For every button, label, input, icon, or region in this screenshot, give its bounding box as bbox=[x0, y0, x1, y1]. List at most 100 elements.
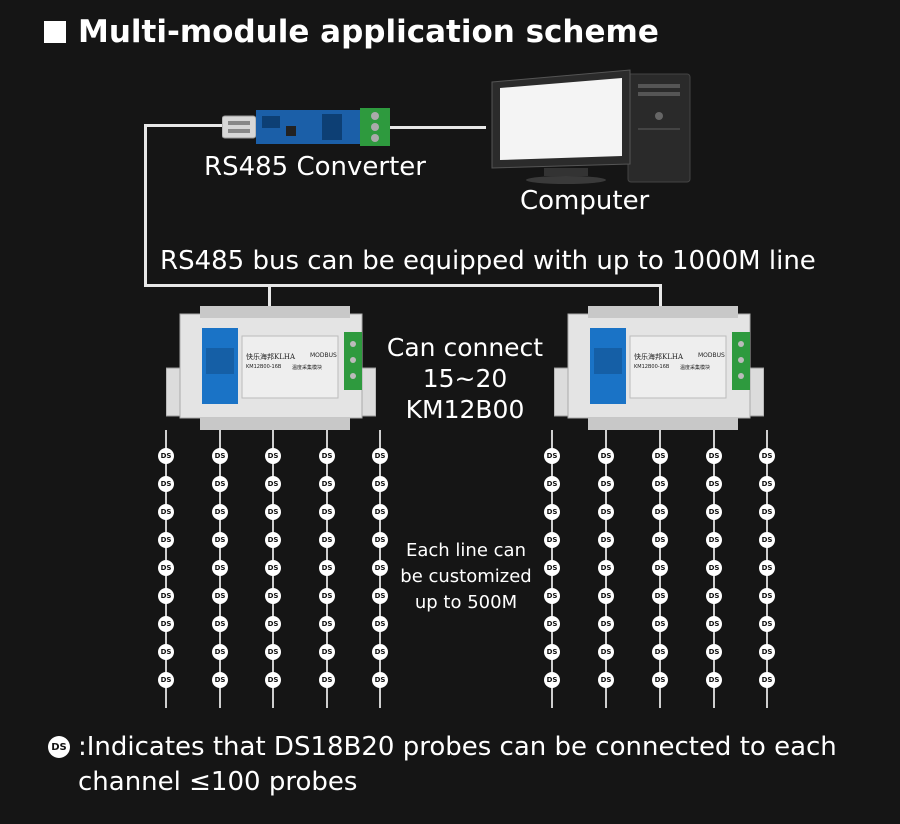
module-2-name: 温度采集模块 bbox=[680, 365, 711, 371]
ds-probe-icon: DS bbox=[372, 448, 388, 464]
line-custom-label: Each line can be customized up to 500M bbox=[386, 538, 546, 616]
ds-probe-icon: DS bbox=[598, 532, 614, 548]
wire-left-vertical bbox=[144, 124, 147, 286]
page-title: Multi-module application scheme bbox=[44, 14, 659, 50]
ds-probe-icon: DS bbox=[158, 588, 174, 604]
ds-probe-icon: DS bbox=[706, 616, 722, 632]
ds-probe-icon: DS bbox=[759, 644, 775, 660]
ds-probe-icon: DS bbox=[158, 644, 174, 660]
ds-probe-icon: DS bbox=[544, 672, 560, 688]
computer-label: Computer bbox=[520, 186, 650, 216]
ds-probe-icon: DS bbox=[544, 560, 560, 576]
module-2-protocol: MODBUS bbox=[698, 352, 725, 359]
ds-probe-icon: DS bbox=[759, 672, 775, 688]
ds-probe-icon: DS bbox=[706, 672, 722, 688]
wire-converter-computer bbox=[390, 126, 486, 129]
legend-line-1: :Indicates that DS18B20 probes can be co… bbox=[78, 732, 837, 762]
ds-probe-icon: DS bbox=[319, 504, 335, 520]
ds-probe-icon: DS bbox=[598, 616, 614, 632]
ds-probe-icon: DS bbox=[212, 448, 228, 464]
ds-probe-icon: DS bbox=[598, 672, 614, 688]
module-1-model: KM12B00-16B bbox=[246, 364, 282, 370]
ds-probe-icon: DS bbox=[158, 560, 174, 576]
ds-probe-icon: DS bbox=[158, 672, 174, 688]
ds-probe-icon: DS bbox=[265, 532, 281, 548]
ds-probe-icon: DS bbox=[372, 588, 388, 604]
ds-probe-icon: DS bbox=[372, 476, 388, 492]
module-2: 快乐海邦KLHA MODBUS KM12B00-16B 温度采集模块 bbox=[554, 306, 764, 432]
ds-probe-icon: DS bbox=[212, 532, 228, 548]
ds-probe-icon: DS bbox=[652, 504, 668, 520]
ds-probe-icon: DS bbox=[759, 532, 775, 548]
ds-probe-icon: DS bbox=[265, 448, 281, 464]
module-2-image bbox=[554, 306, 764, 430]
ds-probe-icon: DS bbox=[372, 532, 388, 548]
ds-probe-icon: DS bbox=[158, 448, 174, 464]
ds-probe-icon: DS bbox=[759, 616, 775, 632]
legend-line-2: channel ≤100 probes bbox=[78, 767, 358, 797]
ds-probe-icon: DS bbox=[706, 588, 722, 604]
computer-icon bbox=[491, 69, 691, 184]
ds-probe-icon: DS bbox=[319, 560, 335, 576]
module-1-protocol: MODBUS bbox=[310, 352, 337, 359]
wire-converter-left bbox=[144, 124, 222, 127]
wire-module2-drop bbox=[659, 284, 662, 306]
ds-probe-icon: DS bbox=[706, 448, 722, 464]
rs485-converter-image bbox=[222, 108, 390, 146]
ds-probe-icon: DS bbox=[706, 532, 722, 548]
legend-ds-badge-icon: DS bbox=[48, 736, 70, 758]
ds-probe-icon: DS bbox=[265, 476, 281, 492]
module-2-model: KM12B00-16B bbox=[634, 364, 670, 370]
ds-probe-icon: DS bbox=[706, 644, 722, 660]
ds-probe-icon: DS bbox=[598, 448, 614, 464]
ds-probe-icon: DS bbox=[372, 644, 388, 660]
ds-probe-icon: DS bbox=[372, 504, 388, 520]
connect-line-1: Can connect bbox=[386, 333, 544, 362]
ds-probe-icon: DS bbox=[759, 504, 775, 520]
ds-probe-icon: DS bbox=[652, 588, 668, 604]
ds-probe-icon: DS bbox=[372, 672, 388, 688]
ds-probe-icon: DS bbox=[265, 560, 281, 576]
ds-probe-icon: DS bbox=[158, 476, 174, 492]
ds-probe-icon: DS bbox=[544, 476, 560, 492]
line-custom-2: be customized bbox=[400, 566, 532, 587]
ds-probe-icon: DS bbox=[265, 504, 281, 520]
ds-probe-icon: DS bbox=[319, 448, 335, 464]
connect-line-2: 15~20 bbox=[422, 364, 508, 393]
ds-probe-icon: DS bbox=[706, 476, 722, 492]
module-1-image bbox=[166, 306, 376, 430]
ds-probe-icon: DS bbox=[652, 532, 668, 548]
ds-probe-icon: DS bbox=[598, 644, 614, 660]
ds-probe-icon: DS bbox=[759, 588, 775, 604]
ds-probe-icon: DS bbox=[212, 644, 228, 660]
ds-probe-icon: DS bbox=[265, 672, 281, 688]
ds-probe-icon: DS bbox=[652, 672, 668, 688]
ds-probe-icon: DS bbox=[212, 476, 228, 492]
line-custom-3: up to 500M bbox=[414, 592, 518, 613]
ds-probe-icon: DS bbox=[212, 672, 228, 688]
ds-probe-icon: DS bbox=[372, 560, 388, 576]
ds-probe-icon: DS bbox=[544, 644, 560, 660]
ds-probe-icon: DS bbox=[759, 560, 775, 576]
ds-probe-icon: DS bbox=[652, 448, 668, 464]
ds-probe-icon: DS bbox=[158, 616, 174, 632]
ds-probe-icon: DS bbox=[598, 588, 614, 604]
ds-probe-icon: DS bbox=[598, 476, 614, 492]
ds-probe-icon: DS bbox=[265, 588, 281, 604]
ds-probe-icon: DS bbox=[319, 476, 335, 492]
ds-probe-icon: DS bbox=[319, 616, 335, 632]
wire-bus-horizontal bbox=[144, 284, 662, 287]
ds-probe-icon: DS bbox=[265, 644, 281, 660]
ds-probe-icon: DS bbox=[544, 532, 560, 548]
line-custom-1: Each line can bbox=[406, 540, 526, 561]
connect-capacity-label: Can connect 15~20 KM12B00 bbox=[378, 332, 552, 425]
module-1-name: 温度采集模块 bbox=[292, 365, 323, 371]
ds-probe-icon: DS bbox=[706, 504, 722, 520]
ds-probe-icon: DS bbox=[544, 588, 560, 604]
wire-module1-drop bbox=[268, 284, 271, 306]
ds-probe-icon: DS bbox=[319, 644, 335, 660]
ds-probe-icon: DS bbox=[759, 448, 775, 464]
ds-probe-icon: DS bbox=[652, 644, 668, 660]
ds-probe-icon: DS bbox=[544, 448, 560, 464]
ds-probe-icon: DS bbox=[544, 616, 560, 632]
